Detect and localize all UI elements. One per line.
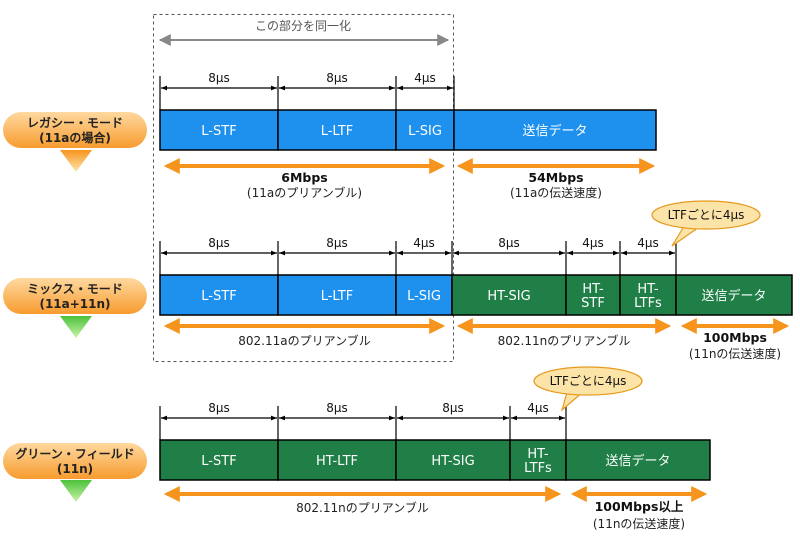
timing-label: 8μs (208, 71, 230, 85)
frame-field-label: L-LTF (321, 124, 354, 139)
mode-label: レガシー・モード (27, 115, 123, 130)
frame-field-label: HT-SIG (431, 454, 474, 469)
frame-field-label: L-STF (201, 454, 236, 469)
mode-row: グリーン・フィールド(11n) L-STF HT-LTF HT-SIG HT-LTFs 送… (3, 366, 711, 531)
rate-description: (11nの伝送速度) (689, 346, 781, 361)
frame-field-label: 送信データ (605, 453, 670, 469)
frame-field (453, 109, 657, 151)
rate-description: (11aのプリアンブル) (247, 185, 362, 200)
mode-label: ミックス・モード (27, 282, 123, 296)
frame-field-label: L-STF (201, 124, 236, 139)
frame-field-label: HT-SIG (487, 289, 530, 304)
mode-sublabel: (11aの場合) (39, 130, 111, 145)
timing-label: 8μs (326, 71, 348, 85)
frame-field-label: 送信データ (701, 288, 766, 304)
callout-bubble (651, 200, 761, 230)
mode-label-pill (3, 278, 147, 314)
frame-field (675, 274, 793, 316)
frame-field (565, 439, 711, 481)
frame-field-label: L-SIG (407, 289, 441, 304)
mode-rows: レガシー・モード(11aの場合) L-STF L-LTF L-SIG 送信データ 8μs 8… (3, 71, 793, 531)
timing-label: 8μs (498, 236, 520, 250)
rate-description: 802.11nのプリアンブル (296, 500, 429, 515)
mode-label: グリーン・フィールド (15, 446, 134, 461)
mode-label-pill (3, 443, 147, 479)
frame-field-label: L-LTF (321, 289, 354, 304)
timing-label: 4μs (527, 401, 549, 415)
frame-field (395, 274, 453, 316)
rate-value: 100Mbps (703, 330, 767, 345)
rate-value: 100Mbps以上 (595, 499, 684, 514)
timing-label: 8μs (208, 401, 230, 415)
timing-label: 4μs (413, 236, 435, 250)
rate-description: 802.11nのプリアンブル (498, 333, 631, 348)
rate-value: 6Mbps (281, 170, 327, 185)
mode-sublabel: (11a+11n) (39, 297, 110, 311)
frame-field-label: 送信データ (522, 123, 587, 139)
frame-field (159, 274, 279, 316)
unified-region-box (153, 14, 454, 362)
callout-text: LTFごとに4μs (550, 373, 627, 388)
timing-label: 4μs (582, 236, 604, 250)
mode-triangle-icon (60, 480, 92, 502)
timing-label: 8μs (208, 236, 230, 250)
frame-field (277, 109, 397, 151)
mode-row: ミックス・モード(11a+11n) L-STF L-LTF L-SIG HT-SIG HT… (3, 200, 793, 361)
timing-label: 8μs (326, 236, 348, 250)
callout-bubble (533, 366, 643, 396)
rate-description: 802.11aのプリアンブル (238, 333, 371, 348)
frame-field-label: HT-LTFs (634, 282, 662, 311)
frame-field (565, 274, 621, 316)
mode-label-pill (3, 112, 147, 148)
timing-label: 4μs (637, 236, 659, 250)
frame-field (395, 109, 455, 151)
rate-description: (11nの伝送速度) (593, 516, 685, 531)
frame-field-label: HT-LTFs (524, 447, 552, 476)
mode-triangle-icon (60, 316, 92, 338)
timing-label: 8μs (326, 401, 348, 415)
frame-field-label: L-SIG (408, 124, 442, 139)
rate-value: 54Mbps (528, 170, 583, 185)
frame-field (159, 109, 279, 151)
frame-field-label: L-STF (201, 289, 236, 304)
mode-row: レガシー・モード(11aの場合) L-STF L-LTF L-SIG 送信データ 8μs 8… (3, 71, 657, 200)
frame-field-label: HT-STF (581, 282, 605, 311)
frame-field-label: HT-LTF (316, 454, 358, 469)
callout-text: LTFごとに4μs (668, 207, 745, 222)
rate-description: (11aの伝送速度) (510, 185, 602, 200)
mode-sublabel: (11n) (57, 462, 93, 476)
unified-region-label: この部分を同一化 (255, 18, 351, 33)
mode-triangle-icon (60, 150, 92, 172)
timing-label: 8μs (442, 401, 464, 415)
timing-label: 4μs (414, 71, 436, 85)
